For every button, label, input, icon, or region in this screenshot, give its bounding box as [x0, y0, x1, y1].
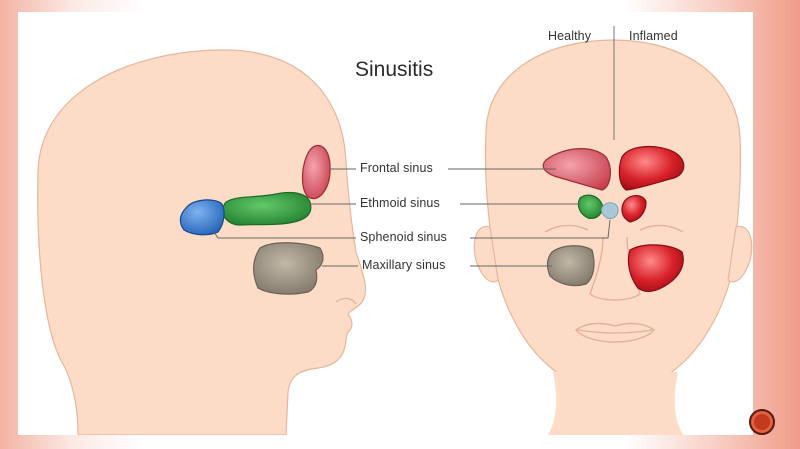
diagram-title: Sinusitis — [355, 58, 434, 81]
right-eye — [639, 224, 684, 233]
side-maxillary-sinus — [253, 242, 324, 295]
sphenoid-leader-right — [470, 219, 611, 239]
right-ear — [727, 225, 753, 283]
side-nostril — [335, 297, 357, 305]
inflamed-ethmoid-sinus — [621, 195, 647, 223]
inflamed-frontal-sinus — [618, 146, 685, 191]
leader-lines — [213, 168, 611, 267]
next-slide-button[interactable] — [749, 409, 775, 435]
side-sphenoid-sinus — [179, 199, 225, 236]
mouth-line — [577, 329, 653, 334]
header-healthy: Healthy — [548, 29, 592, 43]
label-frontal-sinus: Frontal sinus — [360, 161, 433, 175]
side-profile-head — [37, 49, 367, 435]
sphenoid-leader-left — [213, 231, 356, 239]
label-sphenoid-sinus: Sphenoid sinus — [360, 230, 447, 244]
left-ear — [473, 225, 499, 283]
sinus-diagram — [37, 26, 753, 435]
side-ethmoid-sinus — [222, 191, 312, 226]
healthy-ethmoid-sinus — [577, 194, 603, 219]
side-frontal-sinus — [301, 145, 331, 200]
front-neck — [548, 372, 683, 435]
center-sphenoid — [601, 202, 619, 219]
healthy-frontal-sinus — [542, 148, 611, 191]
header-inflamed: Inflamed — [629, 29, 678, 43]
mouth — [574, 322, 656, 343]
inflamed-maxillary-sinus — [627, 244, 684, 293]
left-eye — [544, 224, 589, 233]
slide: Sinusitis Healthy Inflamed Frontal sinus… — [18, 12, 753, 435]
label-maxillary-sinus: Maxillary sinus — [362, 258, 446, 272]
label-ethmoid-sinus: Ethmoid sinus — [360, 196, 440, 210]
healthy-maxillary-sinus — [546, 245, 595, 287]
